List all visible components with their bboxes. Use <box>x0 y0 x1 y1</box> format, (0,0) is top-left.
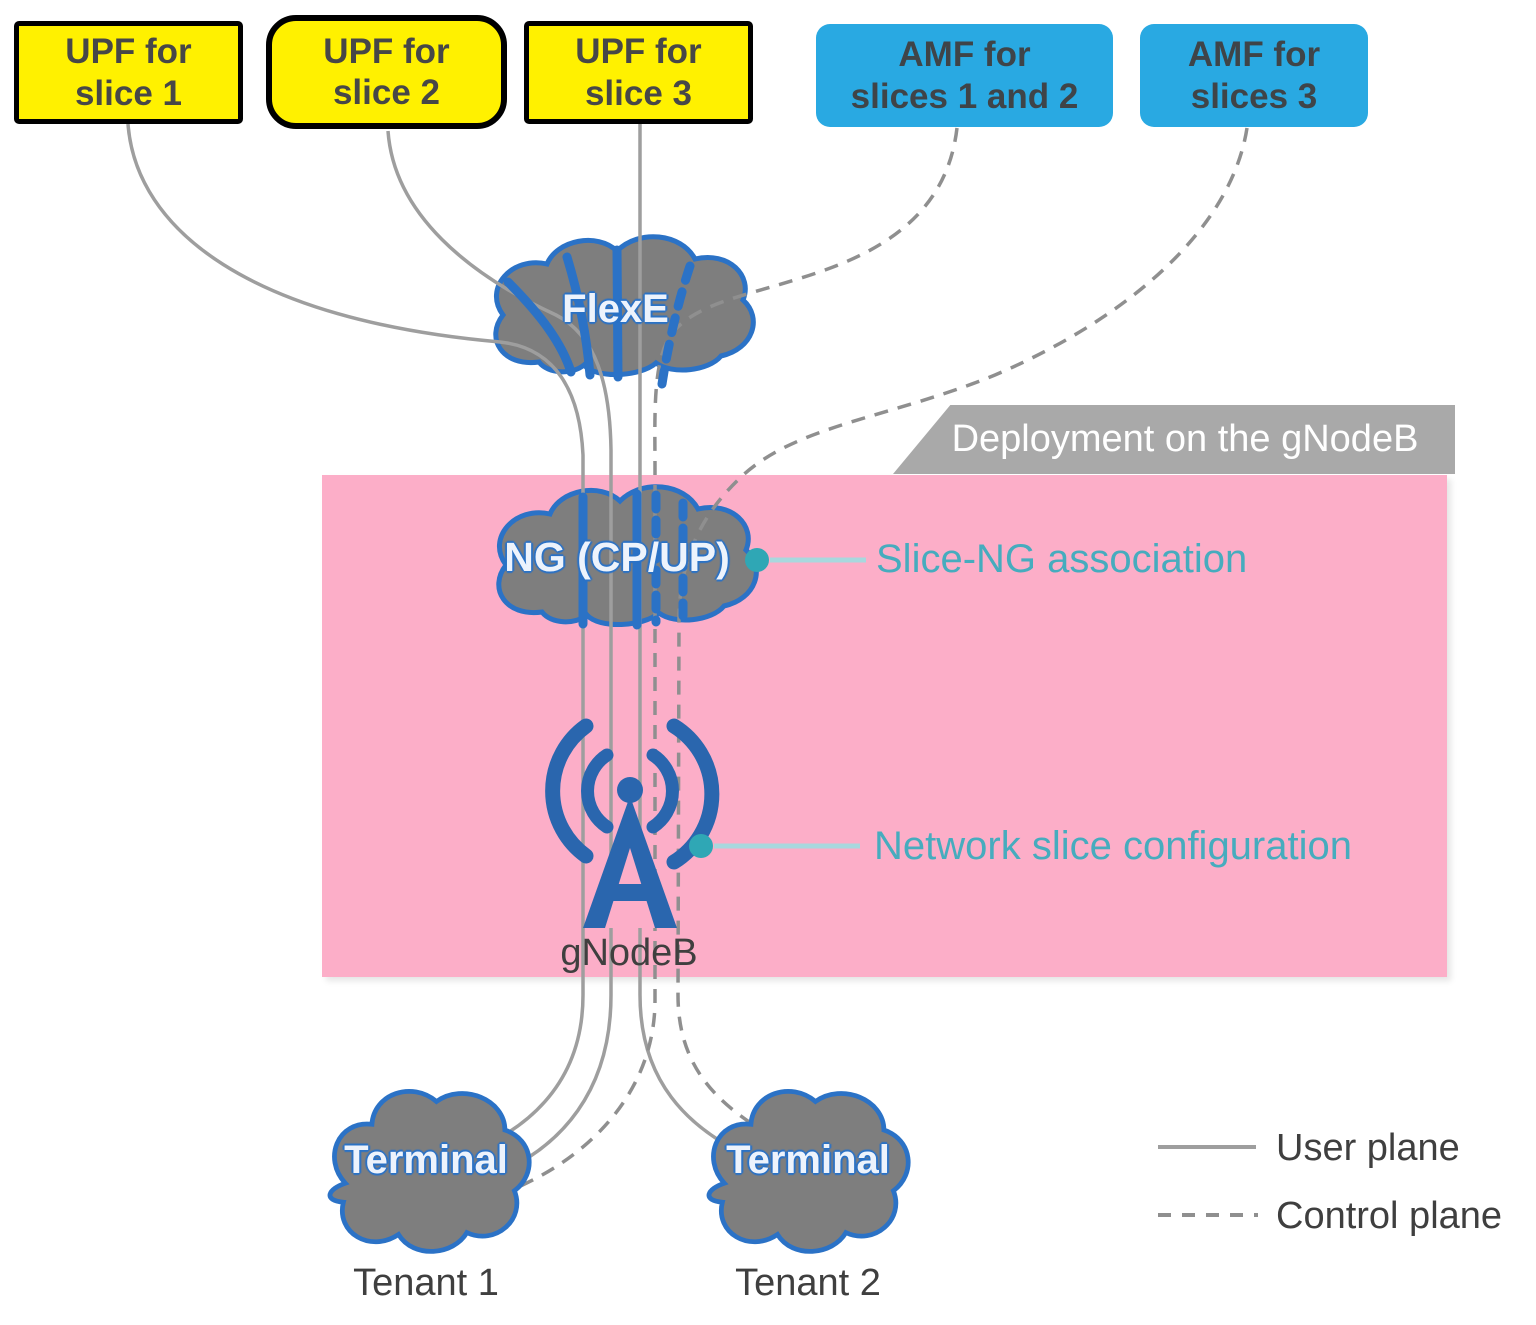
flexe-slice-lines <box>503 245 695 389</box>
upf-slice2-box: UPF for slice 2 <box>266 15 507 129</box>
wave-left-outer <box>545 718 594 864</box>
amf-slices3-box: AMF for slices 3 <box>1140 24 1368 127</box>
terminal2-cloud-shape <box>706 1089 911 1254</box>
user-plane-path-upf1 <box>126 123 585 1160</box>
flexe-cloud-label: FlexE <box>562 287 669 331</box>
flexe-slice-3-line <box>612 245 623 382</box>
flexe-slice-1-line <box>503 277 576 377</box>
amf-slices3-label: AMF for slices 3 <box>1187 35 1321 116</box>
amf-slices12-box: AMF for slices 1 and 2 <box>816 24 1113 127</box>
terminal1-cloud-shape <box>327 1089 532 1254</box>
antenna-dot <box>617 777 643 803</box>
user-plane-line-sample <box>1158 1145 1256 1149</box>
upf-slice1-label: UPF for slice 1 <box>65 32 192 113</box>
flexe-control-slice-line <box>657 261 695 389</box>
slice-ng-association-callout: Slice-NG association <box>876 537 1248 581</box>
ng-cloud-label: NG (CP/UP) <box>504 534 730 580</box>
control-plane-legend-label: Control plane <box>1276 1195 1503 1237</box>
amf-slices12-label: AMF for slices 1 and 2 <box>850 35 1079 116</box>
deployment-banner-label: Deployment on the gNodeB <box>951 418 1419 460</box>
tenant2-label: Tenant 2 <box>735 1262 881 1304</box>
gnodeb-antenna-icon <box>545 718 720 928</box>
control-plane-line-sample <box>1158 1213 1258 1217</box>
ng-slice-lines <box>578 489 688 630</box>
terminal1-cloud-label: Terminal <box>344 1138 508 1182</box>
user-plane-legend-label: User plane <box>1276 1127 1460 1169</box>
upf-slice1-box: UPF for slice 1 <box>14 21 243 124</box>
network-slice-configuration-callout: Network slice configuration <box>874 824 1352 868</box>
wave-right-inner <box>646 748 679 834</box>
wave-left-inner <box>581 748 614 834</box>
callout-connectors <box>689 548 866 858</box>
antenna-crossbar <box>599 884 661 901</box>
upf-slice3-box: UPF for slice 3 <box>524 21 753 124</box>
slice-ng-callout-dot <box>745 548 769 572</box>
upf-slice3-label: UPF for slice 3 <box>575 32 702 113</box>
antenna-waves <box>545 718 720 870</box>
gnodeb-label: gNodeB <box>560 932 698 974</box>
network-slice-callout-dot <box>689 834 713 858</box>
flexe-slice-2-line <box>562 252 595 380</box>
upf-slice2-label: UPF for slice 2 <box>323 31 450 112</box>
user-plane-path-upf2 <box>386 130 613 1178</box>
deployment-banner: Deployment on the gNodeB <box>893 405 1455 474</box>
tenant1-label: Tenant 1 <box>353 1262 499 1304</box>
control-plane-path-amf3 <box>676 127 1249 1152</box>
terminal2-cloud-label: Terminal <box>726 1138 890 1182</box>
